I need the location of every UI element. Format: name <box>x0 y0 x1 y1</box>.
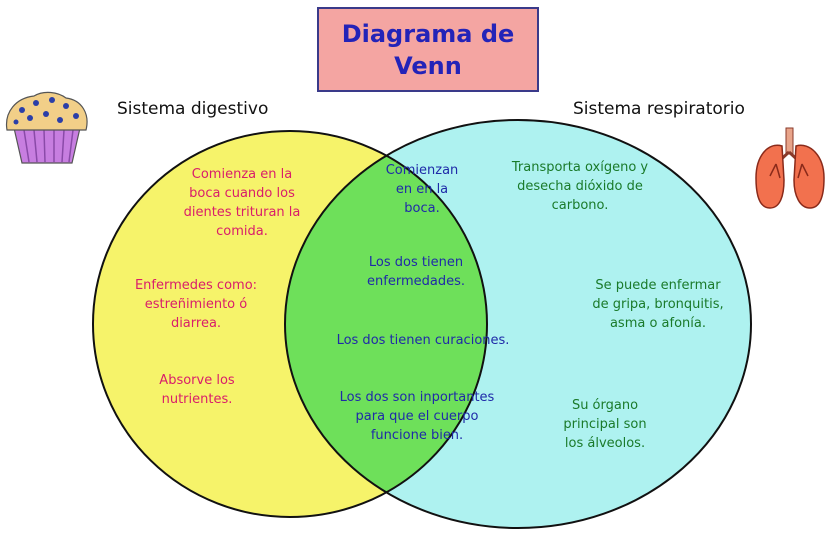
digestive-circle-outline <box>92 130 488 518</box>
digestive-item: Comienza en la boca cuando los dientes t… <box>183 167 301 239</box>
common-item: Los dos tienen enfermedades. <box>367 255 465 289</box>
common-item: Los dos son inportantes para que el cuer… <box>339 390 495 443</box>
respiratory-item: Su órgano principal son los álveolos. <box>563 398 647 451</box>
respiratory-item: Transporta oxígeno y desecha dióxido de … <box>511 160 649 213</box>
common-item: Los dos tienen curaciones. <box>336 333 510 348</box>
common-item: Comienzan en en la boca. <box>385 163 459 216</box>
muffin-icon <box>5 91 88 164</box>
digestive-item: Absorve los nutrientes. <box>159 373 235 407</box>
label-respiratory: Sistema respiratorio <box>573 99 745 119</box>
digestive-item: Enfermedes como: estreñimiento ó diarrea… <box>134 278 258 331</box>
lungs-icon <box>755 127 825 209</box>
respiratory-circle-outline <box>284 119 752 529</box>
respiratory-item: Se puede enfermar de gripa, bronquitis, … <box>592 278 724 331</box>
title-box: Diagrama de Venn <box>317 7 539 92</box>
label-digestive: Sistema digestivo <box>117 99 269 119</box>
intersection-region <box>285 131 487 517</box>
diagram-title: Diagrama de Venn <box>341 19 515 80</box>
